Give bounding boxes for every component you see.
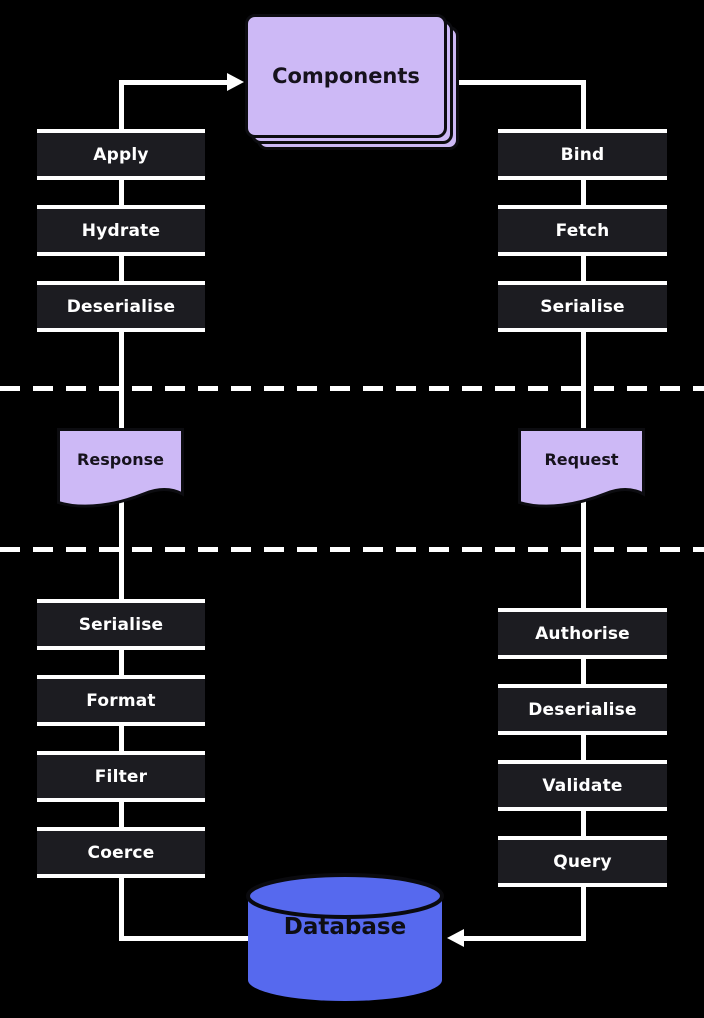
process-box-bind: Bind	[498, 129, 667, 180]
document-shape	[518, 428, 645, 508]
components-label: Components	[272, 64, 420, 88]
response-label: Response	[77, 449, 164, 469]
right-flow-spine-line	[581, 80, 586, 941]
arrow-into-database-icon	[447, 929, 464, 947]
process-box-serialise-right: Serialise	[498, 281, 667, 332]
process-box-filter: Filter	[37, 751, 205, 802]
request-document-node: Request	[518, 428, 645, 508]
apply-to-components-line	[119, 80, 227, 85]
request-label: Request	[544, 449, 619, 469]
process-box-query: Query	[498, 836, 667, 887]
database-node: Database	[245, 870, 445, 1006]
process-box-hydrate: Hydrate	[37, 205, 205, 256]
document-shape	[57, 428, 184, 508]
upper-boundary-dashed-line	[0, 386, 704, 391]
lower-boundary-dashed-line	[0, 547, 704, 552]
database-label: Database	[283, 914, 407, 940]
process-box-fetch: Fetch	[498, 205, 667, 256]
components-to-bind-line	[456, 80, 586, 85]
process-box-authorise: Authorise	[498, 608, 667, 659]
query-to-database-line	[464, 936, 586, 941]
left-flow-spine-line	[119, 80, 124, 941]
process-box-serialise-left: Serialise	[37, 599, 205, 650]
process-box-validate: Validate	[498, 760, 667, 811]
process-box-coerce: Coerce	[37, 827, 205, 878]
coerce-to-database-line	[119, 936, 249, 941]
database-cylinder-shape	[246, 873, 444, 1001]
process-box-format: Format	[37, 675, 205, 726]
response-document-node: Response	[57, 428, 184, 508]
process-box-deserialise-left: Deserialise	[37, 281, 205, 332]
arrow-into-components-icon	[227, 73, 244, 91]
process-box-deserialise-right: Deserialise	[498, 684, 667, 735]
components-node: Components	[245, 14, 447, 138]
process-box-apply: Apply	[37, 129, 205, 180]
